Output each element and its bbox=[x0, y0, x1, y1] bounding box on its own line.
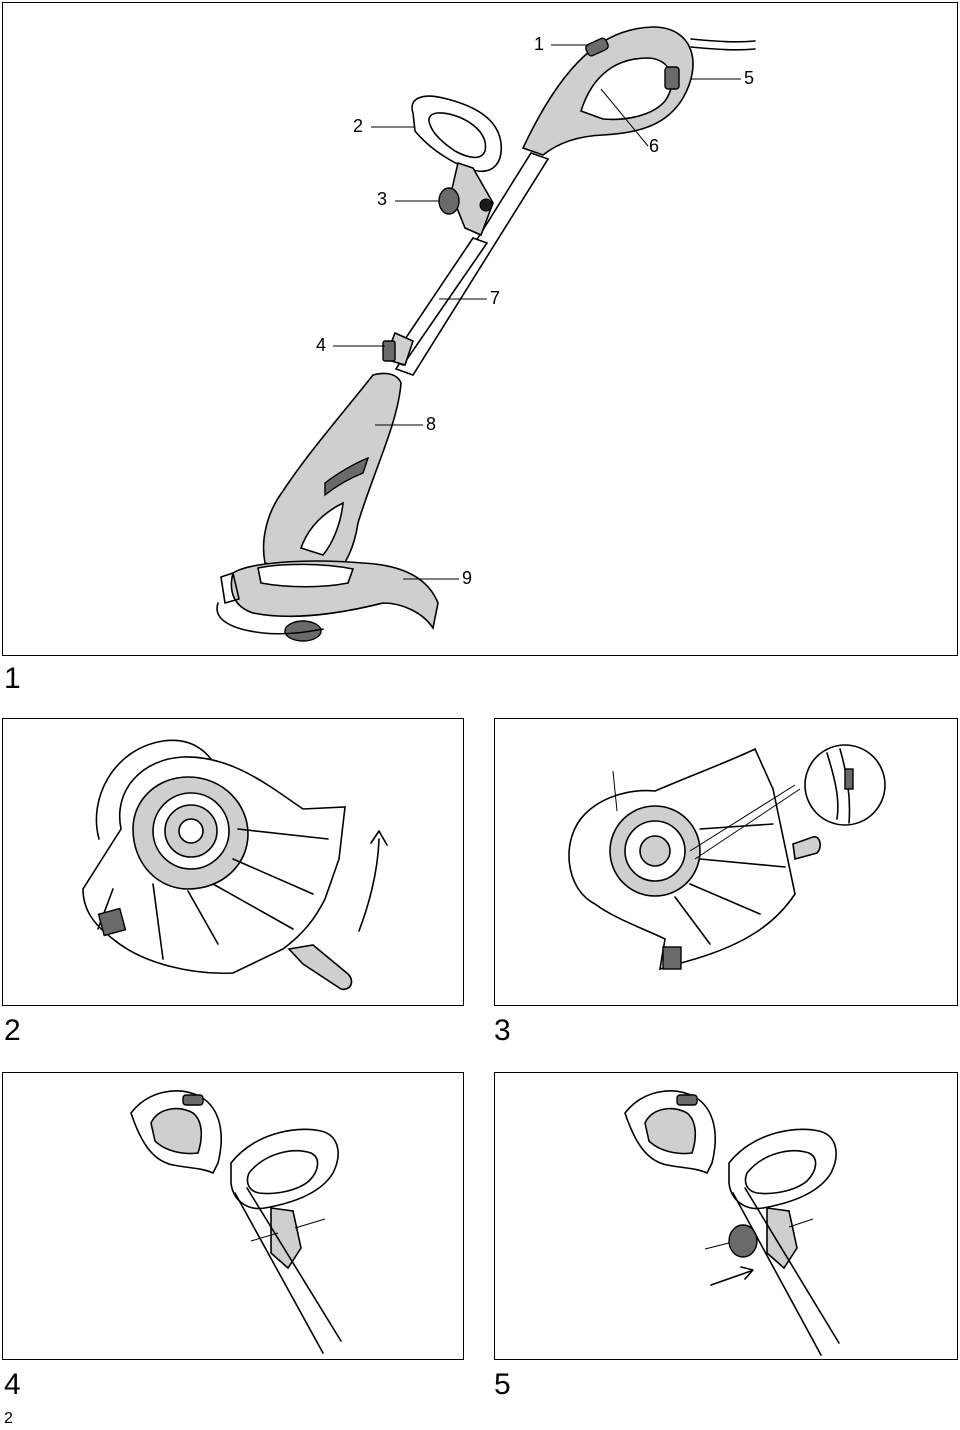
aux-handle-illustration bbox=[130, 1090, 342, 1354]
guard-detail-illustration bbox=[568, 744, 886, 971]
callout-4: 4 bbox=[316, 335, 327, 355]
figure-5-frame bbox=[494, 1072, 958, 1360]
figure-2-label: 2 bbox=[4, 1014, 21, 1047]
callout-8: 8 bbox=[426, 414, 437, 434]
figure-1-frame: 1 5 6 2 3 7 4 8 9 bbox=[2, 2, 958, 656]
callout-9: 9 bbox=[462, 568, 473, 588]
callout-1: 1 bbox=[534, 34, 545, 54]
guard-rotation-illustration bbox=[82, 739, 388, 991]
figure-2-frame bbox=[2, 718, 464, 1006]
figure-3-frame bbox=[494, 718, 958, 1006]
callout-2: 2 bbox=[353, 116, 364, 136]
figure-3-label: 3 bbox=[494, 1014, 511, 1047]
trimmer-illustration bbox=[216, 26, 756, 642]
page-number: 2 bbox=[4, 1410, 13, 1427]
callout-3: 3 bbox=[377, 189, 388, 209]
figure-4-label: 4 bbox=[4, 1368, 21, 1401]
knob-fastening-illustration bbox=[624, 1090, 840, 1356]
callout-7: 7 bbox=[490, 288, 501, 308]
figure-1-label: 1 bbox=[4, 662, 21, 695]
callout-6: 6 bbox=[649, 136, 660, 156]
figure-5-label: 5 bbox=[494, 1368, 511, 1401]
callout-5: 5 bbox=[744, 68, 755, 88]
figure-4-frame bbox=[2, 1072, 464, 1360]
